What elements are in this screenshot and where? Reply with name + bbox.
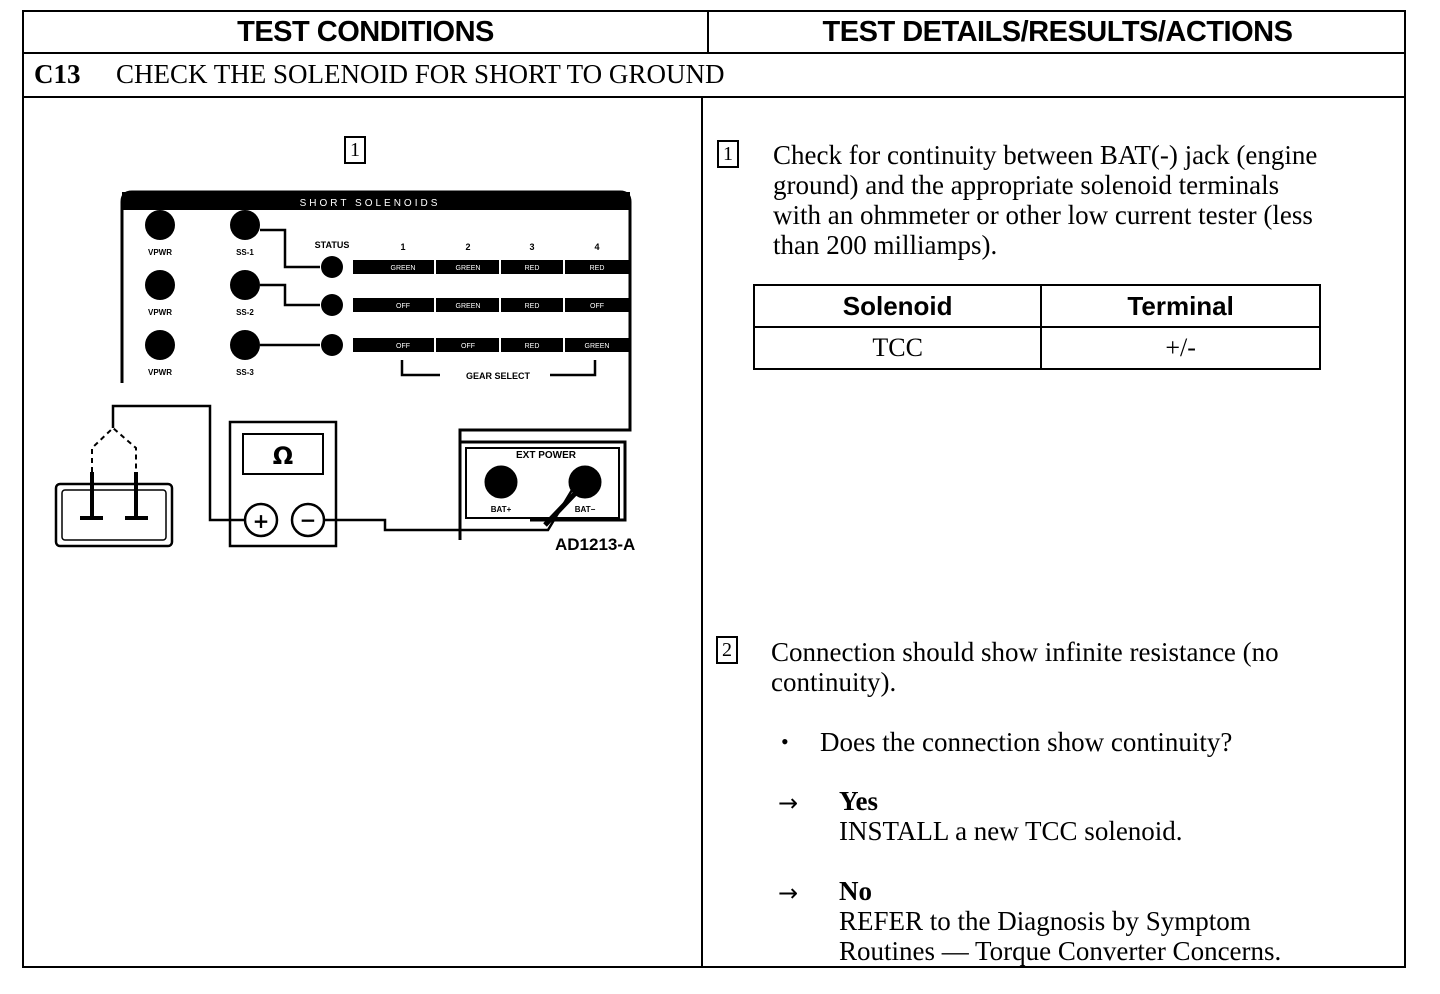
status-led-3 (321, 334, 343, 356)
indicator-r3-c2: OFF (461, 343, 475, 350)
ss-jack-1 (230, 210, 260, 240)
col-solenoid: Solenoid (752, 284, 1043, 328)
indicator-separators (434, 260, 565, 352)
ss-jacks (230, 210, 260, 360)
indicator-r2-c3: RED (525, 303, 540, 310)
col-number-4: 4 (594, 242, 599, 252)
table-header-row: TEST CONDITIONS TEST DETAILS/RESULTS/ACT… (24, 12, 1404, 54)
bat-plus-label: BAT+ (491, 505, 512, 514)
diagram-step-box: 1 (344, 136, 366, 164)
minus-symbol: − (300, 508, 317, 532)
step-code: C13 (34, 59, 81, 89)
yes-arrow-icon: → (778, 789, 799, 817)
ss-jack-2 (230, 270, 260, 300)
vpwr-label-2: VPWR (148, 308, 172, 317)
solenoid-terminal-table: Solenoid Terminal TCC +/- (752, 284, 1321, 370)
table-header: Solenoid Terminal (752, 284, 1321, 328)
col-number-3: 3 (529, 242, 534, 252)
step1-line-1: Check for continuity between BAT(-) jack… (773, 140, 1318, 170)
bullet: • (781, 729, 789, 754)
step-title-row: C13 CHECK THE SOLENOID FOR SHORT TO GROU… (24, 52, 1404, 98)
status-led-2 (321, 294, 343, 316)
vpwr-jack-1 (145, 210, 175, 240)
bat-minus-label: BAT− (575, 505, 596, 514)
ohmmeter (228, 420, 338, 548)
gear-select-bracket (400, 360, 597, 377)
ss-jack-3 (230, 330, 260, 360)
test-procedure-frame: TEST CONDITIONS TEST DETAILS/RESULTS/ACT… (22, 10, 1406, 968)
no-action-line-1: REFER to the Diagnosis by Symptom (839, 906, 1251, 936)
vpwr-jacks (145, 210, 175, 360)
figure-id: AD1213-A (555, 535, 635, 554)
indicator-r1-c1: GREEN (391, 265, 416, 272)
col-number-1: 1 (400, 242, 405, 252)
header-test-conditions: TEST CONDITIONS (237, 16, 494, 48)
plus-symbol: + (253, 509, 270, 533)
step1-line-3: with an ohmmeter or other low current te… (773, 200, 1313, 230)
step2-line-1: Connection should show infinite resistan… (771, 637, 1279, 667)
ext-power-box (458, 440, 627, 540)
indicator-r1-c2: GREEN (456, 265, 481, 272)
step1-box: 1 (717, 140, 739, 168)
indicator-r2-c1: OFF (396, 303, 410, 310)
bat-plus-jack (484, 465, 518, 499)
status-traces (260, 228, 320, 347)
step1-line-2: ground) and the appropriate solenoid ter… (773, 170, 1280, 200)
gear-select-label: GEAR SELECT (466, 371, 531, 381)
panel-title: SHORT SOLENOIDS (300, 198, 441, 209)
cell-terminal: +/- (1040, 326, 1321, 370)
question-text: Does the connection show continuity? (820, 727, 1233, 757)
ss-label-3: SS-3 (236, 368, 254, 377)
no-action-line-2: Routines — Torque Converter Concerns. (839, 936, 1282, 966)
status-led-1 (321, 256, 343, 278)
indicator-r3-c4: GREEN (585, 343, 610, 350)
step-title: CHECK THE SOLENOID FOR SHORT TO GROUND (116, 59, 725, 89)
vpwr-jack-3 (145, 330, 175, 360)
indicator-r1-c3: RED (525, 265, 540, 272)
indicator-r3-c1: OFF (396, 343, 410, 350)
header-divider (707, 12, 709, 52)
body-divider (701, 98, 703, 968)
indicator-r3-c3: RED (525, 343, 540, 350)
vpwr-label-1: VPWR (148, 248, 172, 257)
ss-label-2: SS-2 (236, 308, 254, 317)
no-arrow-icon: → (778, 879, 799, 907)
indicator-r1-c4: RED (590, 265, 605, 272)
step2-box: 2 (716, 636, 738, 664)
no-label: No (839, 876, 872, 906)
vpwr-jack-2 (145, 270, 175, 300)
ohm-symbol: Ω (273, 442, 293, 470)
ss-label-1: SS-1 (236, 248, 254, 257)
col-number-2: 2 (465, 242, 470, 252)
cell-solenoid: TCC (752, 326, 1043, 370)
header-test-details: TEST DETAILS/RESULTS/ACTIONS (822, 16, 1293, 48)
col-terminal: Terminal (1040, 284, 1321, 328)
yes-action: INSTALL a new TCC solenoid. (839, 816, 1183, 846)
step1-line-4: than 200 milliamps). (773, 230, 998, 260)
yes-label: Yes (839, 786, 878, 816)
solenoid-connector (54, 426, 174, 548)
table-row: TCC +/- (752, 326, 1321, 370)
status-label: STATUS (315, 240, 350, 250)
step2-line-2: continuity). (771, 667, 897, 697)
indicator-r2-c4: OFF (590, 303, 604, 310)
indicator-grid (353, 260, 630, 352)
ext-power-label: EXT POWER (516, 450, 577, 461)
vpwr-label-3: VPWR (148, 368, 172, 377)
breakout-box-panel (120, 190, 632, 540)
indicator-r2-c2: GREEN (456, 303, 481, 310)
solenoid-test-diagram: SHORT SOLENOIDS VPWR VPWR VPWR SS-1 SS-2… (54, 190, 635, 554)
